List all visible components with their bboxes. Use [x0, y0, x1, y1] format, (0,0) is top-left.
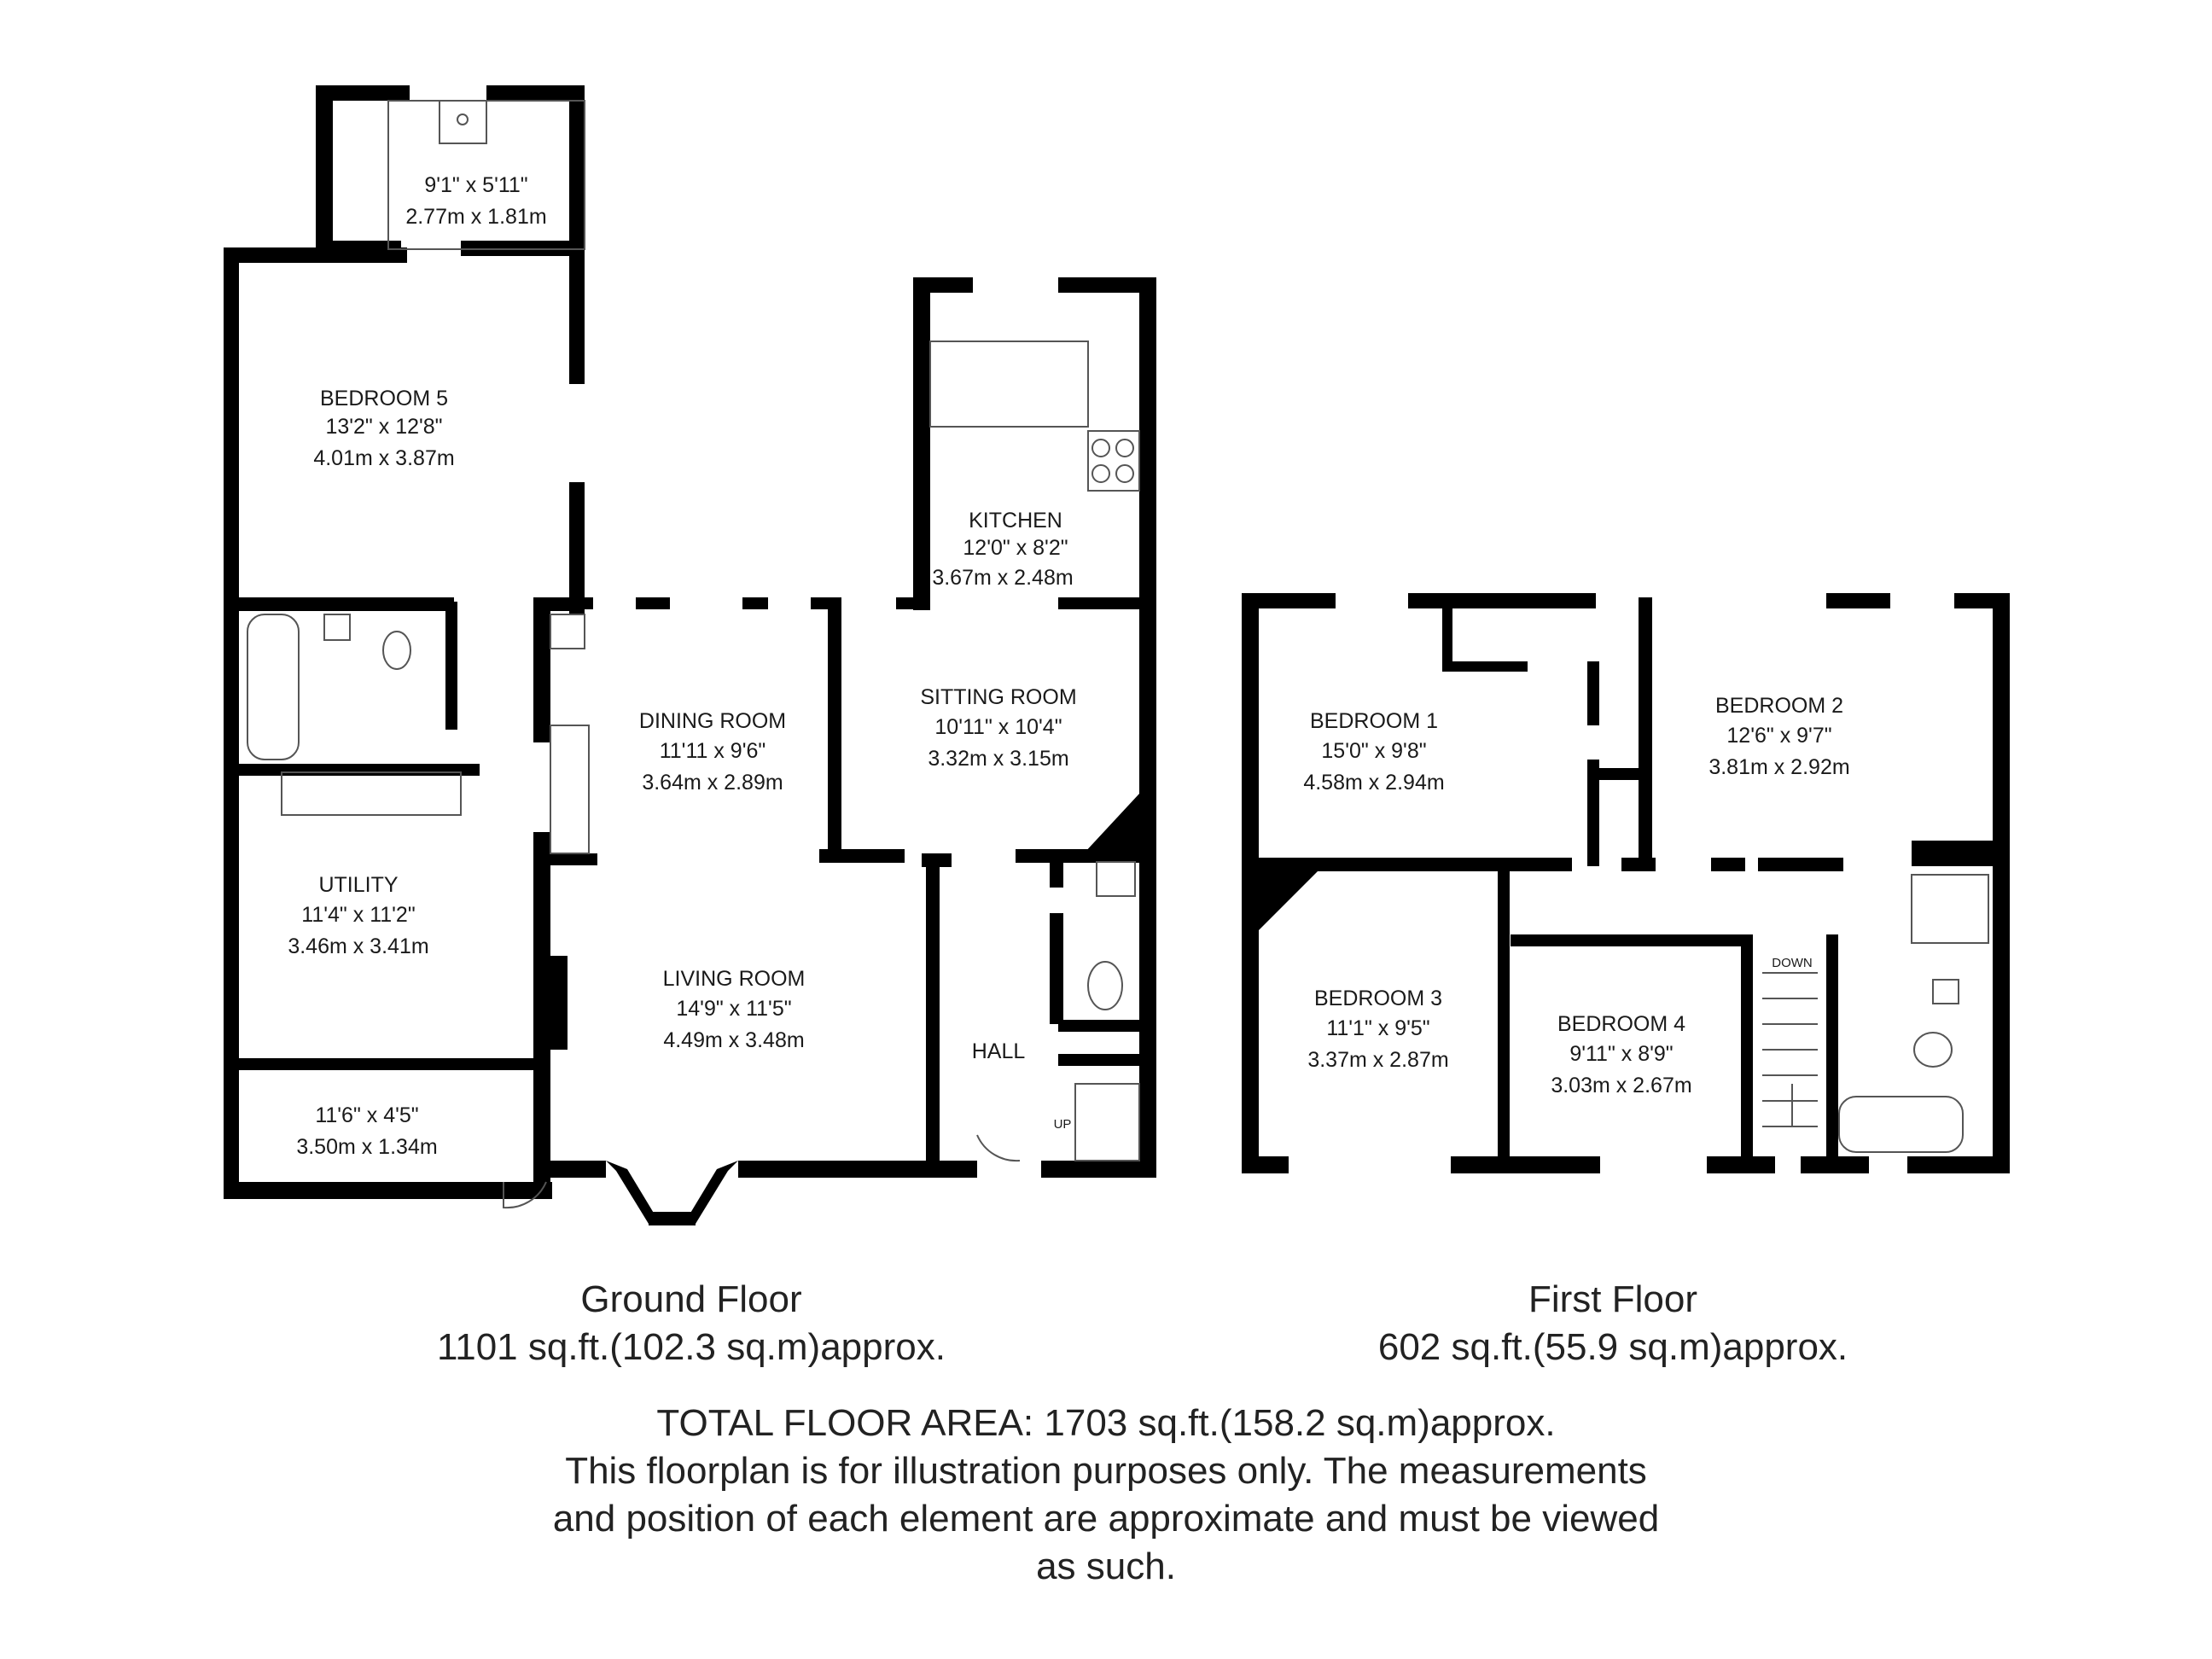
bedroom1-dims-metric: 4.58m x 2.94m	[1303, 771, 1444, 795]
ground-floor-title: Ground Floor	[580, 1278, 802, 1320]
bedroom2-name: BEDROOM 2	[1715, 694, 1843, 718]
bedroom1-dims-imperial: 15'0" x 9'8"	[1321, 739, 1426, 763]
bedroom5-dims-metric: 4.01m x 3.87m	[313, 446, 454, 470]
disclaimer-line-3: as such.	[1036, 1545, 1176, 1587]
first-floor-plan	[1242, 593, 2010, 1173]
living-dims-metric: 4.49m x 3.48m	[663, 1028, 804, 1052]
disclaimer-line-1: This floorplan is for illustration purpo…	[565, 1450, 1647, 1492]
first-floor-fixtures	[1762, 874, 1989, 1153]
bedroom3-dims-imperial: 11'1" x 9'5"	[1326, 1016, 1429, 1040]
disclaimer-line-2: and position of each element are approxi…	[552, 1498, 1660, 1540]
sitting-dims-imperial: 10'11" x 10'4"	[934, 715, 1062, 739]
porch-dims-metric: 3.50m x 1.34m	[296, 1135, 437, 1159]
bedroom3-name: BEDROOM 3	[1314, 987, 1442, 1010]
bedroom5-dims-imperial: 13'2" x 12'8"	[325, 415, 442, 439]
stairs-up-label: UP	[1054, 1117, 1072, 1132]
dining-dims-imperial: 11'11 x 9'6"	[660, 739, 766, 763]
ground-floor-fixtures	[247, 100, 1140, 1209]
shower-room-dims-imperial: 9'1" x 5'11"	[424, 173, 527, 197]
bedroom3-dims-metric: 3.37m x 2.87m	[1307, 1048, 1448, 1072]
kitchen-name: KITCHEN	[969, 509, 1062, 533]
ground-floor-plan	[224, 85, 1156, 1225]
shower-room-dims-metric: 2.77m x 1.81m	[405, 205, 546, 229]
footer-notes: TOTAL FLOOR AREA: 1703 sq.ft.(158.2 sq.m…	[0, 1400, 2212, 1591]
total-floor-area: TOTAL FLOOR AREA: 1703 sq.ft.(158.2 sq.m…	[656, 1402, 1556, 1444]
sitting-dims-metric: 3.32m x 3.15m	[928, 747, 1068, 771]
bedroom2-dims-metric: 3.81m x 2.92m	[1708, 755, 1849, 779]
bedroom5-name: BEDROOM 5	[320, 387, 448, 410]
kitchen-dims-metric: 3.67m x 2.48m	[932, 566, 1073, 590]
utility-name: UTILITY	[318, 873, 398, 897]
room-labels: 9'1" x 5'11" 2.77m x 1.81m BEDROOM 5 13'…	[288, 173, 1849, 1159]
bedroom4-dims-imperial: 9'11" x 8'9"	[1569, 1042, 1673, 1066]
hall-name: HALL	[972, 1039, 1026, 1063]
bedroom4-dims-metric: 3.03m x 2.67m	[1551, 1074, 1691, 1097]
living-dims-imperial: 14'9" x 11'5"	[676, 997, 791, 1021]
bedroom4-name: BEDROOM 4	[1557, 1012, 1685, 1036]
kitchen-dims-imperial: 12'0" x 8'2"	[963, 536, 1068, 560]
porch-dims-imperial: 11'6" x 4'5"	[315, 1103, 418, 1127]
ground-floor-caption: Ground Floor 1101 sq.ft.(102.3 sq.m)appr…	[324, 1276, 1058, 1371]
utility-dims-imperial: 11'4" x 11'2"	[301, 903, 415, 927]
utility-dims-metric: 3.46m x 3.41m	[288, 934, 428, 958]
first-floor-caption: First Floor 602 sq.ft.(55.9 sq.m)approx.	[1246, 1276, 1980, 1371]
stairs-down-label: DOWN	[1772, 956, 1813, 970]
first-floor-title: First Floor	[1528, 1278, 1697, 1320]
bedroom2-dims-imperial: 12'6" x 9'7"	[1726, 724, 1831, 748]
bedroom1-name: BEDROOM 1	[1310, 709, 1438, 733]
dining-name: DINING ROOM	[639, 709, 786, 733]
ground-floor-area: 1101 sq.ft.(102.3 sq.m)approx.	[437, 1326, 946, 1368]
sitting-name: SITTING ROOM	[920, 685, 1076, 709]
dining-dims-metric: 3.64m x 2.89m	[642, 771, 783, 795]
first-floor-area: 602 sq.ft.(55.9 sq.m)approx.	[1377, 1326, 1848, 1368]
living-name: LIVING ROOM	[663, 967, 806, 991]
